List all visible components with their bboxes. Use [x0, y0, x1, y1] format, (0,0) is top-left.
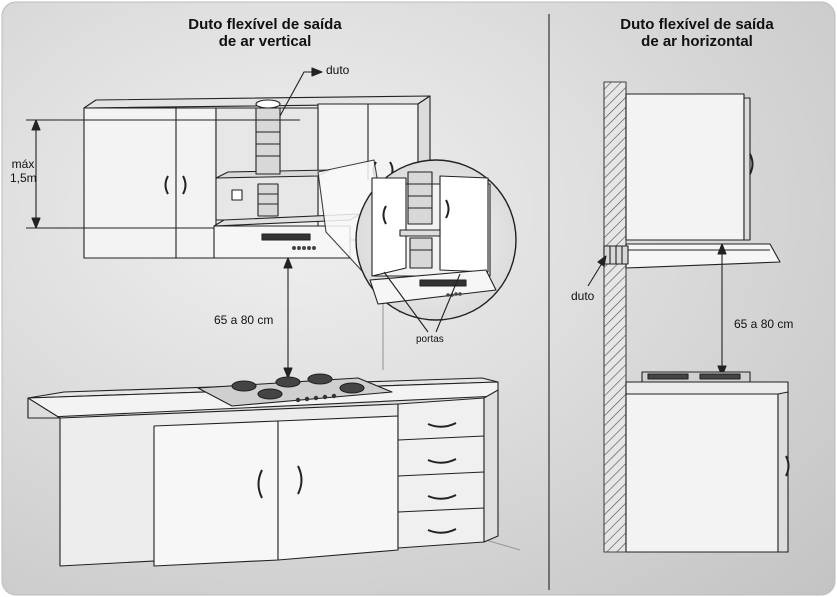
max-height-dimension: [26, 119, 300, 229]
range-hood-left: [213, 213, 361, 259]
base-cabinet-right: [625, 381, 790, 553]
left-title-line1: Duto flexível de saída: [188, 16, 342, 33]
duct-label-left: duto: [326, 63, 350, 77]
right-title-line1: Duto flexível de saída: [620, 16, 774, 33]
zoom-lens: [317, 159, 517, 333]
vertical-duct: [255, 99, 281, 217]
max-height-label: máx 1,5m: [10, 157, 37, 186]
doors-label: portas: [416, 334, 444, 345]
wall-section: [603, 81, 627, 553]
left-title-line2: de ar vertical: [218, 33, 312, 51]
upper-cabinet-right: [625, 93, 754, 241]
horizontal-duct: [603, 245, 629, 265]
right-panel-title: Duto flexível de saída de ar horizontal: [582, 16, 812, 51]
cooktop-right: [641, 371, 751, 383]
max-height-line1: máx: [11, 157, 35, 171]
base-cabinets: [59, 389, 499, 567]
duct-pointer-right: [587, 255, 607, 287]
distance-arrow-right: [717, 243, 727, 377]
distance-label-left: 65 a 80 cm: [214, 313, 274, 327]
distance-arrow-left: [283, 257, 293, 379]
duct-label-right: duto: [571, 289, 595, 303]
max-height-line2: 1,5m: [10, 170, 37, 185]
left-panel-title: Duto flexível de saída de ar vertical: [150, 16, 380, 51]
duct-pointer: [279, 67, 323, 117]
cooktop: [197, 373, 393, 407]
right-title-line2: de ar horizontal: [641, 33, 753, 51]
distance-label-right: 65 a 80 cm: [734, 317, 794, 331]
